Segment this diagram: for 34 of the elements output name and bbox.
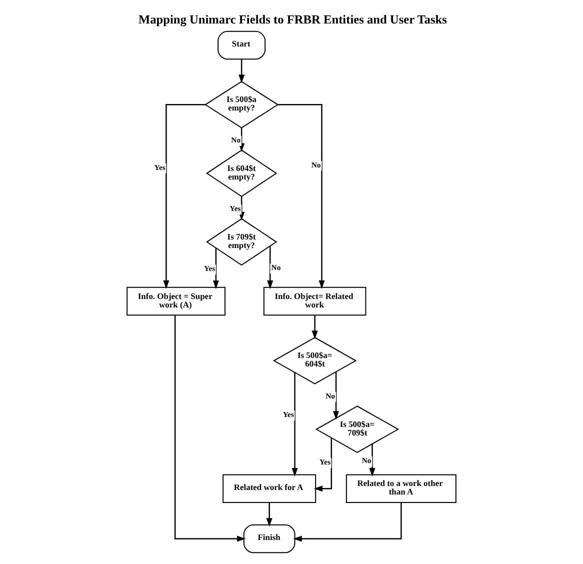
- node-box: Related work for A: [222, 474, 316, 503]
- node-box: Finish: [243, 524, 296, 554]
- node-box: Info. Object = Super work (A): [126, 286, 226, 316]
- edge-label: No: [311, 160, 321, 170]
- node-diamond: Is 500$a= 709$t: [315, 406, 400, 453]
- edge-label: No: [271, 263, 281, 272]
- arrow: [238, 59, 245, 84]
- arrow: [369, 444, 376, 477]
- arrow: [278, 104, 325, 289]
- diagram-title: Mapping Unimarc Fields to FRBR Entities and User Tasks: [138, 12, 447, 27]
- edge-label: Yes: [230, 204, 241, 214]
- arrow: [163, 104, 206, 289]
- arrow: [174, 315, 246, 542]
- edge-label: No: [326, 391, 336, 400]
- node-diamond: Is 500$a= 604$t: [272, 336, 357, 384]
- node-box: Related to a work other than A: [346, 474, 456, 503]
- arrow: [333, 372, 340, 420]
- node-box: Info. Object= Related work: [263, 286, 366, 316]
- arrow: [312, 315, 318, 340]
- edge-label: Yes: [319, 458, 331, 467]
- node-diamond: Is 604$t empty?: [206, 150, 278, 198]
- arrow: [267, 246, 274, 290]
- arrow: [212, 248, 219, 290]
- node-diamond: Is 500$a empty?: [204, 80, 279, 128]
- edge-label: No: [231, 135, 241, 144]
- arrow: [292, 372, 298, 477]
- edge-label: No: [362, 456, 372, 465]
- arrow: [266, 502, 272, 527]
- edge-label: Yes: [282, 410, 294, 420]
- node-diamond: Is 709$t empty?: [206, 218, 278, 266]
- arrow: [293, 502, 402, 542]
- edge-label: Yes: [204, 264, 216, 274]
- node-box: Start: [218, 30, 266, 60]
- edge-label: Yes: [154, 162, 166, 172]
